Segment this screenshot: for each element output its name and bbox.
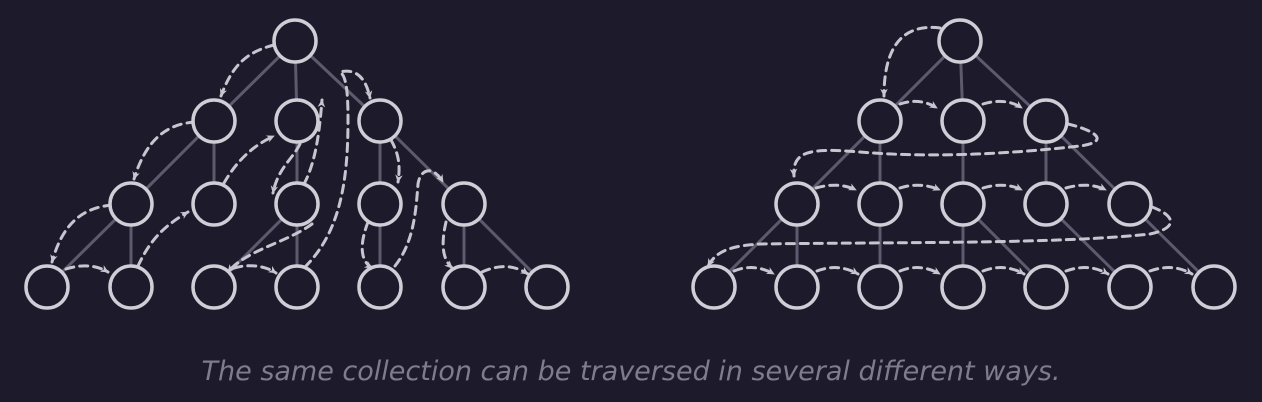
tree-node: [274, 98, 320, 144]
tree-node: [857, 264, 903, 310]
tree-node: [524, 264, 570, 310]
traversal-arrow: [136, 210, 190, 268]
tree-node: [274, 264, 320, 310]
traversal-arrow: [981, 183, 1024, 192]
traversal-arrow: [898, 266, 942, 276]
traversal-arrows: [50, 43, 530, 276]
traversal-arrow: [1064, 183, 1108, 192]
tree-node: [1023, 264, 1069, 310]
figure-caption: The same collection can be traversed in …: [201, 356, 1061, 387]
traversal-arrow: [1148, 266, 1194, 276]
traversal-arrow: [219, 43, 276, 98]
traversal-arrow: [789, 122, 1099, 178]
depth-first-tree: [24, 18, 570, 310]
tree-node: [857, 181, 903, 227]
traversal-arrow: [303, 69, 373, 269]
tree-edge: [1059, 217, 1117, 274]
traversal-arrow: [393, 169, 445, 268]
traversal-arrow: [389, 138, 403, 184]
tree-edges: [727, 53, 1201, 274]
tree-node: [940, 98, 986, 144]
breadth-first-tree: [691, 18, 1237, 310]
tree-node: [774, 181, 820, 227]
tree-node: [191, 264, 237, 310]
traversal-arrow: [814, 183, 858, 192]
tree-node: [191, 181, 237, 227]
tree-node: [937, 18, 983, 64]
tree-edge: [60, 217, 118, 274]
tree-node: [357, 98, 403, 144]
traversal-arrow: [270, 142, 302, 195]
traversal-arrow: [898, 99, 939, 110]
tree-nodes: [24, 18, 570, 310]
tree-edge: [893, 54, 947, 108]
traversal-arrow: [50, 203, 114, 264]
traversal-arrow: [132, 120, 197, 181]
tree-node: [1023, 181, 1069, 227]
tree-node: [357, 181, 403, 227]
tree-edges: [60, 53, 534, 274]
tree-edge: [976, 217, 1033, 274]
traversal-arrow: [360, 220, 374, 270]
tree-node: [108, 264, 154, 310]
traversal-arrow: [226, 222, 314, 274]
tree-node: [774, 264, 820, 310]
tree-node: [1107, 264, 1153, 310]
tree-edge: [959, 60, 964, 102]
traversal-arrow: [981, 266, 1026, 276]
tree-node: [691, 264, 737, 310]
tree-edge: [393, 134, 451, 191]
traversal-arrow: [1064, 266, 1110, 276]
tree-node: [1107, 181, 1153, 227]
tree-node: [272, 18, 318, 64]
tree-node: [940, 264, 986, 310]
tree-node: [191, 98, 237, 144]
traversal-arrow: [480, 265, 530, 276]
traversal-arrow: [222, 134, 276, 185]
traversal-arrow: [898, 183, 942, 192]
traversal-arrow: [815, 266, 860, 276]
traversal-arrows: [706, 25, 1194, 276]
traversal-arrow: [706, 205, 1172, 268]
traversal-arrow: [880, 25, 942, 98]
tree-node: [940, 181, 986, 227]
tree-edge: [477, 217, 534, 274]
traversal-arrow: [441, 220, 454, 270]
tree-node: [274, 181, 320, 227]
tree-edge: [308, 53, 367, 109]
tree-edge: [227, 54, 282, 108]
tree-edge: [1059, 134, 1117, 191]
tree-node: [24, 264, 70, 310]
tree-edge: [1143, 217, 1201, 274]
traversal-arrow: [981, 99, 1024, 110]
tree-edge: [810, 134, 867, 191]
tree-node: [441, 181, 487, 227]
traversal-arrow: [732, 266, 776, 276]
tree-node: [1023, 98, 1069, 144]
tree-node: [1191, 264, 1237, 310]
traversal-arrow: [302, 98, 326, 186]
tree-node: [108, 181, 154, 227]
traversal-arrow: [232, 264, 278, 275]
tree-node: [441, 264, 487, 310]
tree-edge: [144, 134, 201, 191]
tree-nodes: [691, 18, 1237, 310]
tree-edge: [294, 60, 298, 102]
tree-edge: [727, 217, 784, 274]
tree-node: [357, 264, 403, 310]
tree-edge: [973, 53, 1033, 109]
tree-node: [857, 98, 903, 144]
traversal-arrow: [64, 264, 110, 274]
